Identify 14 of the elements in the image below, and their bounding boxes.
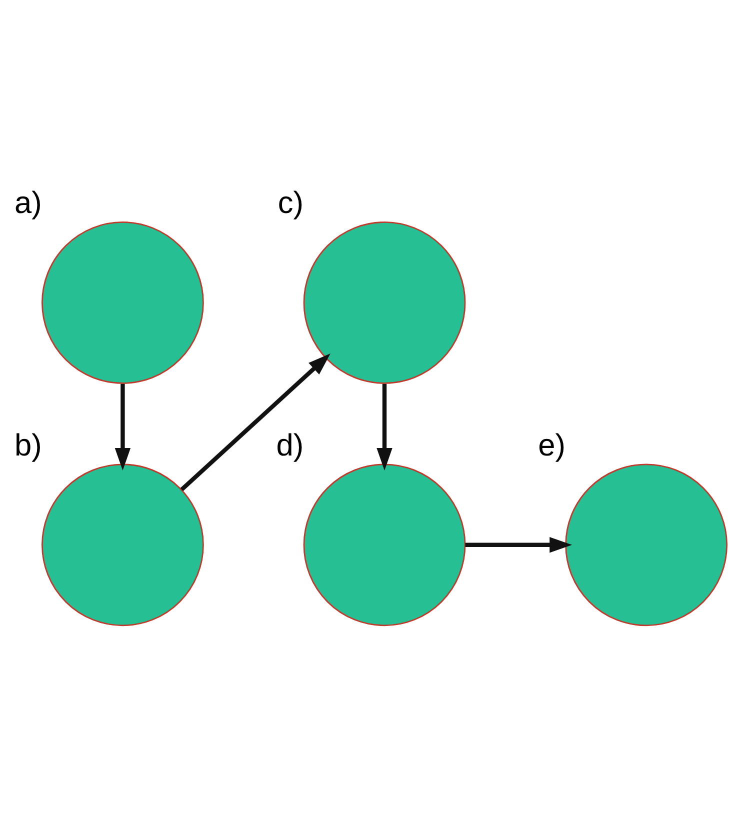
arrow bbox=[465, 536, 572, 552]
arrow bbox=[376, 383, 392, 470]
node-circle bbox=[303, 463, 466, 626]
node-circle bbox=[303, 221, 466, 384]
arrow bbox=[114, 383, 131, 470]
node-circle bbox=[565, 463, 728, 626]
node-label: c) bbox=[278, 184, 304, 220]
node-label: b) bbox=[14, 426, 42, 462]
arrow bbox=[180, 353, 330, 491]
node-label: a) bbox=[14, 184, 42, 220]
node-label: e) bbox=[538, 426, 566, 462]
node-label: d) bbox=[276, 426, 304, 462]
node-circle bbox=[42, 463, 204, 626]
node-circle bbox=[42, 221, 204, 384]
